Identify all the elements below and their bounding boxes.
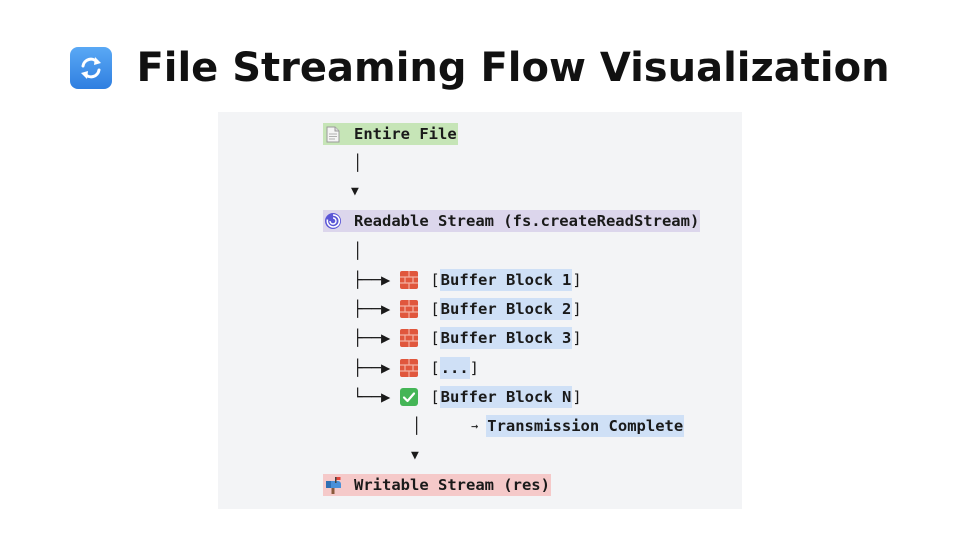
buffer-label: ... — [440, 359, 469, 377]
destination-highlight: Writable Stream (res) — [323, 474, 551, 496]
vertical-line: │ — [353, 154, 363, 172]
branch-row: ├──▶ [ ... ] — [353, 357, 479, 379]
buffer-highlight: Buffer Block 2 — [439, 298, 573, 320]
bracket-open: [ — [430, 359, 440, 377]
readable-stream-node: Readable Stream (fs.createReadStream) — [323, 210, 701, 232]
arrow-down-icon: ▼ — [411, 448, 419, 463]
destination-node: Writable Stream (res) — [323, 474, 551, 496]
branch-prefix: ├──▶ — [353, 329, 391, 347]
branch-prefix: └──▶ — [353, 388, 391, 406]
completion-label-row: → Transmission Complete — [471, 415, 685, 437]
readable-highlight: Readable Stream (fs.createReadStream) — [323, 210, 701, 232]
branch-prefix: ├──▶ — [353, 300, 391, 318]
source-highlight: Entire File — [323, 123, 458, 145]
brick-icon — [400, 300, 419, 318]
brick-icon — [400, 329, 419, 347]
bracket-close: ] — [572, 329, 582, 347]
branch-row: ├──▶ [ Buffer Block 3 ] — [353, 327, 582, 349]
connector-2: │ — [353, 240, 362, 262]
completion-highlight: Transmission Complete — [486, 415, 685, 437]
repeat-arrows-icon — [70, 47, 113, 89]
vertical-line: │ — [412, 417, 422, 435]
branch-row: ├──▶ [ Buffer Block 2 ] — [353, 298, 582, 320]
bracket-open: [ — [430, 388, 440, 406]
buffer-highlight: Buffer Block 1 — [439, 269, 573, 291]
destination-label: Writable Stream (res) — [354, 476, 550, 494]
document-icon — [324, 125, 342, 143]
bracket-open: [ — [430, 300, 440, 318]
bracket-close: ] — [469, 359, 480, 377]
branch-row: ├──▶ [ Buffer Block 1 ] — [353, 269, 582, 291]
buffer-label: Buffer Block 2 — [440, 300, 572, 318]
brick-icon — [400, 271, 419, 289]
page-title: File Streaming Flow Visualization — [136, 45, 890, 91]
diagram-panel: Entire File │ ▼ Readable Stream (fs.crea… — [218, 112, 742, 509]
buffer-label: Buffer Block N — [440, 388, 572, 406]
title-row: File Streaming Flow Visualization — [0, 38, 960, 98]
buffer-label: Buffer Block 1 — [440, 271, 572, 289]
readable-stream-label: Readable Stream (fs.createReadStream) — [354, 212, 700, 230]
buffer-highlight: Buffer Block 3 — [439, 327, 573, 349]
cyclone-icon — [324, 212, 342, 230]
source-node: Entire File — [323, 123, 458, 145]
buffer-highlight: Buffer Block N — [439, 386, 573, 408]
buffer-label: Buffer Block 3 — [440, 329, 572, 347]
completion-row: │ — [412, 415, 421, 437]
brick-icon — [400, 359, 419, 377]
vertical-line: │ — [353, 242, 363, 260]
arrow-down-icon: ▼ — [351, 184, 359, 199]
connector-1: │ — [353, 152, 362, 174]
source-label: Entire File — [354, 125, 457, 143]
arrow-down-1: ▼ — [351, 181, 359, 203]
check-mark-icon — [400, 388, 419, 406]
bracket-open: [ — [430, 271, 440, 289]
completion-label: Transmission Complete — [487, 417, 684, 435]
mailbox-icon — [324, 476, 342, 494]
bracket-close: ] — [572, 300, 582, 318]
bracket-close: ] — [572, 388, 582, 406]
bracket-open: [ — [430, 329, 440, 347]
right-arrow-icon: → — [471, 419, 479, 433]
branch-row-last: └──▶ [ Buffer Block N ] — [353, 386, 582, 408]
arrow-down-2: ▼ — [411, 445, 419, 467]
branch-prefix: ├──▶ — [353, 359, 391, 377]
bracket-close: ] — [572, 271, 582, 289]
branch-prefix: ├──▶ — [353, 271, 391, 289]
buffer-highlight: ... — [439, 357, 470, 379]
